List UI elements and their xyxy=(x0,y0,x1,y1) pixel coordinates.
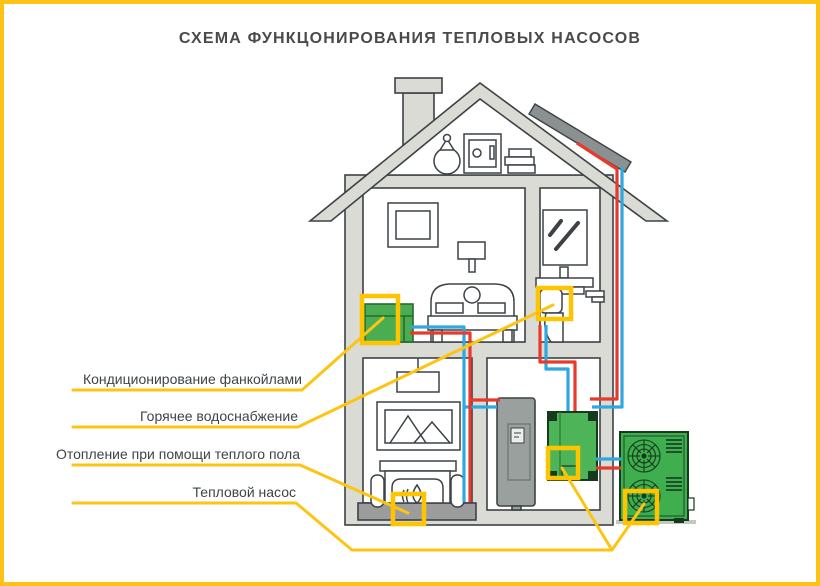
fan-coil-unit xyxy=(364,303,414,343)
solar-collector xyxy=(528,103,632,173)
callout-line-fancoil xyxy=(71,316,385,392)
page-title: СХЕМА ФУНКЦОНИРОВАНИЯ ТЕПЛОВЫХ НАСОСОВ xyxy=(178,30,642,47)
highlight-bathroom xyxy=(535,285,574,322)
highlight-squares xyxy=(359,285,660,527)
fireplace xyxy=(370,460,465,508)
outdoor-heat-pump-unit xyxy=(616,431,696,524)
hot-pipes xyxy=(410,141,621,502)
callout-line-heat-pump xyxy=(71,466,646,552)
attic-books xyxy=(504,148,536,174)
bedroom-picture xyxy=(387,202,439,248)
bathroom-shelf xyxy=(585,290,605,303)
bedroom-sconce xyxy=(457,241,486,273)
attic-safe xyxy=(463,133,502,174)
callout-label-fancoil: Кондиционирование фанкойлами xyxy=(82,371,302,387)
attic-sack xyxy=(433,133,461,175)
highlight-warm-floor xyxy=(390,491,427,527)
callout-label-hot-water: Горячее водоснабжение xyxy=(140,408,298,424)
highlight-outdoor-unit xyxy=(622,488,660,526)
highlight-fan-coil xyxy=(359,293,401,346)
living-room-lamp xyxy=(396,358,440,393)
chimney xyxy=(394,77,443,149)
callout-label-floor-heating: Отопление при помощи теплого пола xyxy=(55,446,300,462)
callout-line-floor-heating xyxy=(71,463,410,515)
boiler-tank xyxy=(496,397,536,511)
callout-lines xyxy=(71,303,646,552)
roof xyxy=(307,81,670,222)
bathroom-mirror xyxy=(542,209,588,266)
callout-label-heat-pump: Тепловой насос xyxy=(192,484,296,500)
highlight-indoor-unit xyxy=(545,445,581,481)
cold-pipes xyxy=(410,167,624,502)
callout-line-hot-water xyxy=(71,303,555,429)
living-room-picture xyxy=(376,401,461,451)
